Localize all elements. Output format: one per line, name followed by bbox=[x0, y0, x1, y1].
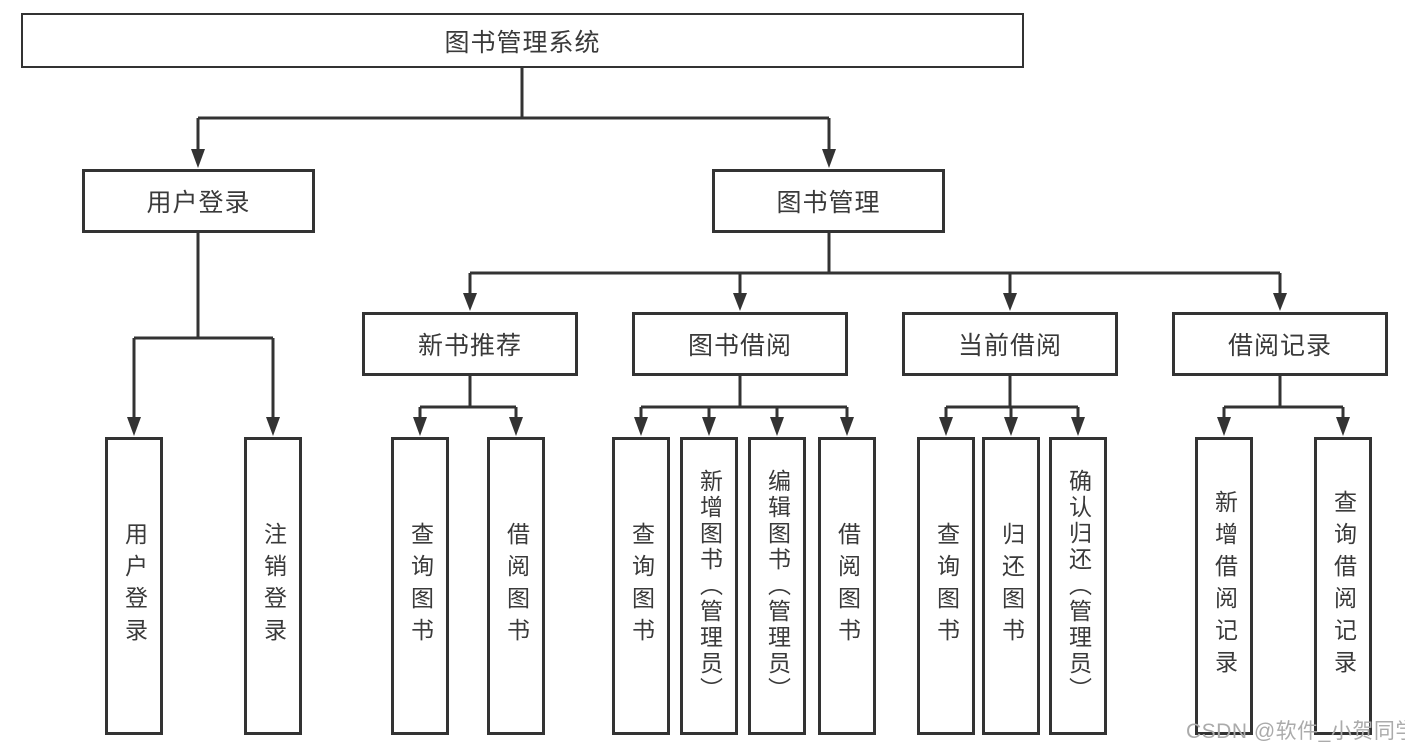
leaf-query-borrow-record: 查询借阅记录 bbox=[1314, 437, 1372, 735]
node-user-login: 用户登录 bbox=[82, 169, 315, 233]
leaf-query-books-borrow: 查询图书 bbox=[612, 437, 670, 735]
node-current-borrowing: 当前借阅 bbox=[902, 312, 1118, 376]
node-borrowing-records: 借阅记录 bbox=[1172, 312, 1388, 376]
leaf-query-books-current: 查询图书 bbox=[917, 437, 975, 735]
node-book-management: 图书管理 bbox=[712, 169, 945, 233]
leaf-borrow-books-recommend: 借阅图书 bbox=[487, 437, 545, 735]
leaf-add-borrow-record: 新增借阅记录 bbox=[1195, 437, 1253, 735]
leaf-logout: 注销登录 bbox=[244, 437, 302, 735]
leaf-borrow-books: 借阅图书 bbox=[818, 437, 876, 735]
leaf-edit-books-admin: 编辑图书（管理员） bbox=[748, 437, 806, 735]
watermark-text: CSDN @软件_小贺同学 bbox=[1186, 720, 1405, 743]
leaf-confirm-return-admin: 确认归还（管理员） bbox=[1049, 437, 1107, 735]
node-book-borrowing: 图书借阅 bbox=[632, 312, 848, 376]
leaf-query-books-recommend: 查询图书 bbox=[391, 437, 449, 735]
leaf-add-books-admin: 新增图书（管理员） bbox=[680, 437, 738, 735]
leaf-return-books: 归还图书 bbox=[982, 437, 1040, 735]
node-new-book-recommendation: 新书推荐 bbox=[362, 312, 578, 376]
leaf-user-login: 用户登录 bbox=[105, 437, 163, 735]
node-library-management-system: 图书管理系统 bbox=[21, 13, 1024, 68]
